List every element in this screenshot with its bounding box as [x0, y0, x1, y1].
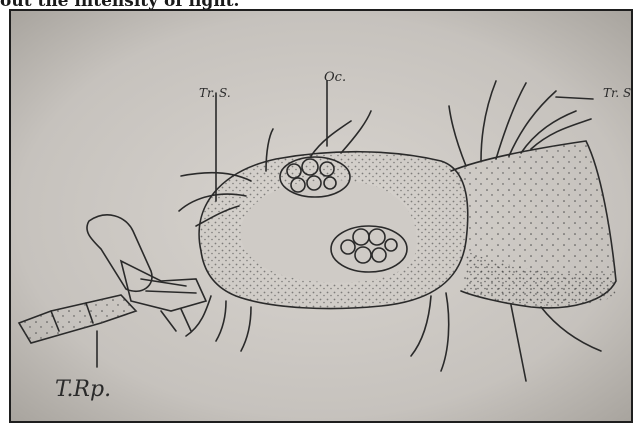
insect-head-drawing	[11, 11, 631, 421]
label-tr-s-right: Tr. S.	[603, 86, 633, 100]
caption-text: out the intensity of light.	[0, 0, 638, 9]
label-oc: Oc.	[324, 70, 346, 85]
label-t-rp: T.Rp.	[55, 377, 111, 402]
label-tr-s-left: Tr. S.	[199, 86, 231, 100]
specimen-photo: Tr. S. Oc. Tr. S. T.Rp.	[9, 9, 633, 423]
